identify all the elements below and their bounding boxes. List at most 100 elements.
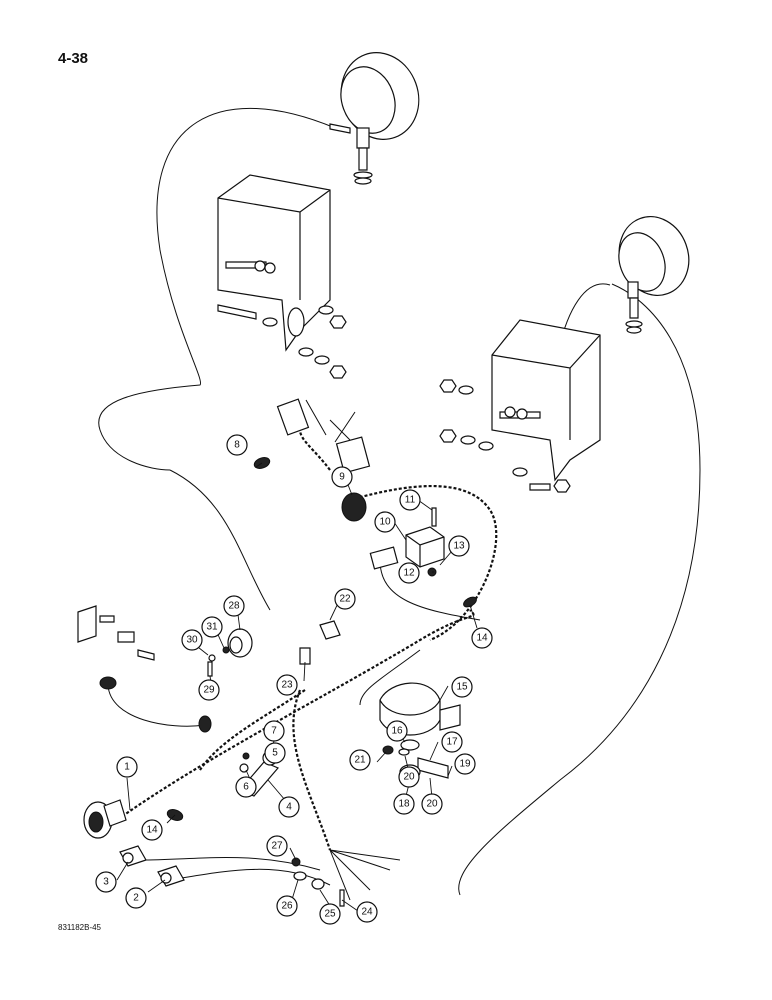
callout-23: 23 [276, 674, 298, 696]
relay-wire [379, 559, 481, 621]
svg-text:14: 14 [476, 633, 488, 644]
nut-21 [382, 745, 394, 755]
pressure-switch-3 [119, 845, 147, 867]
callout-5: 5 [264, 742, 286, 764]
svg-text:12: 12 [403, 568, 415, 579]
callout-31: 31 [201, 616, 223, 638]
right-light-feed-wire [458, 283, 701, 896]
bulb-23 [299, 647, 311, 665]
nut-27 [291, 857, 301, 867]
callout-30: 30 [181, 629, 203, 651]
callout-20-right: 20 [421, 793, 443, 815]
svg-text:20: 20 [426, 799, 438, 810]
svg-text:17: 17 [446, 737, 458, 748]
nut-7 [242, 752, 250, 760]
switch-panel [77, 605, 212, 733]
nut-31 [222, 646, 230, 654]
leader-lines [116, 462, 478, 912]
callout-22: 22 [334, 588, 356, 610]
svg-text:15: 15 [456, 682, 468, 693]
svg-text:9: 9 [339, 472, 345, 483]
callout-13: 13 [448, 535, 470, 557]
svg-text:18: 18 [398, 799, 410, 810]
svg-text:31: 31 [206, 622, 218, 633]
right-light-bracket [439, 319, 601, 493]
main-plug [83, 799, 127, 839]
screw-29 [207, 661, 213, 677]
socket-22 [319, 620, 341, 640]
svg-text:14: 14 [146, 825, 158, 836]
harness-connector-block [276, 398, 371, 474]
callout-14-right: 14 [471, 627, 493, 649]
svg-text:30: 30 [186, 635, 198, 646]
svg-text:25: 25 [324, 909, 336, 920]
svg-text:10: 10 [379, 517, 391, 528]
harness-top-branch [298, 429, 331, 471]
svg-text:8: 8 [234, 440, 240, 451]
callout-16: 16 [386, 720, 408, 742]
svg-text:2: 2 [133, 893, 139, 904]
svg-text:19: 19 [459, 759, 471, 770]
svg-text:29: 29 [203, 685, 215, 696]
svg-text:3: 3 [103, 877, 109, 888]
svg-text:23: 23 [281, 680, 293, 691]
svg-text:16: 16 [391, 726, 403, 737]
grommet [341, 492, 367, 522]
page-number: 4-38 [58, 50, 89, 67]
callout-9: 9 [331, 466, 353, 488]
svg-text:5: 5 [272, 748, 278, 759]
pigtail-wires [329, 849, 401, 901]
callout-26: 26 [276, 895, 298, 917]
svg-text:28: 28 [228, 601, 240, 612]
callout-4: 4 [278, 796, 300, 818]
callout-10: 10 [374, 511, 396, 533]
switch-loop-wire [107, 684, 206, 727]
svg-text:21: 21 [354, 755, 366, 766]
callout-29: 29 [198, 679, 220, 701]
callout-7: 7 [263, 720, 285, 742]
left-light-feed-wire [98, 107, 336, 471]
callout-8: 8 [226, 434, 248, 456]
callout-1: 1 [116, 756, 138, 778]
main-harness-trunk [109, 609, 475, 826]
svg-text:20: 20 [403, 772, 415, 783]
callout-12: 12 [398, 562, 420, 584]
svg-text:6: 6 [243, 782, 249, 793]
ring-terminal-14-right [463, 596, 477, 608]
svg-text:22: 22 [339, 594, 351, 605]
harness-down-branch [292, 689, 332, 851]
pressure-switch-2 [157, 865, 185, 887]
callout-25: 25 [319, 903, 341, 925]
relay-connector [369, 546, 399, 570]
callout-28: 28 [223, 595, 245, 617]
callout-15: 15 [451, 676, 473, 698]
svg-text:1: 1 [124, 762, 130, 773]
callout-3: 3 [95, 871, 117, 893]
svg-text:26: 26 [281, 901, 293, 912]
harness-upper-branch [349, 484, 498, 642]
callout-24: 24 [356, 901, 378, 923]
svg-text:7: 7 [271, 726, 277, 737]
callout-2: 2 [125, 887, 147, 909]
left-work-light [329, 52, 420, 185]
left-loop-wire [169, 469, 271, 611]
washer-26 [293, 871, 307, 881]
callout-18: 18 [393, 793, 415, 815]
svg-text:4: 4 [286, 802, 292, 813]
callout-6: 6 [235, 776, 257, 798]
callout-11: 11 [399, 489, 421, 511]
gauge [227, 628, 253, 658]
clip-25 [311, 878, 325, 890]
relay [405, 526, 445, 568]
svg-text:27: 27 [271, 841, 283, 852]
right-work-light [618, 216, 690, 334]
svg-text:13: 13 [453, 541, 465, 552]
callout-17: 17 [441, 731, 463, 753]
svg-text:11: 11 [405, 495, 416, 506]
bracket-17 [417, 757, 449, 779]
drawing-code: 831182B-45 [58, 923, 101, 932]
washer-16 [400, 739, 420, 751]
motor-wire [359, 649, 421, 706]
callout-20-left: 20 [398, 766, 420, 788]
